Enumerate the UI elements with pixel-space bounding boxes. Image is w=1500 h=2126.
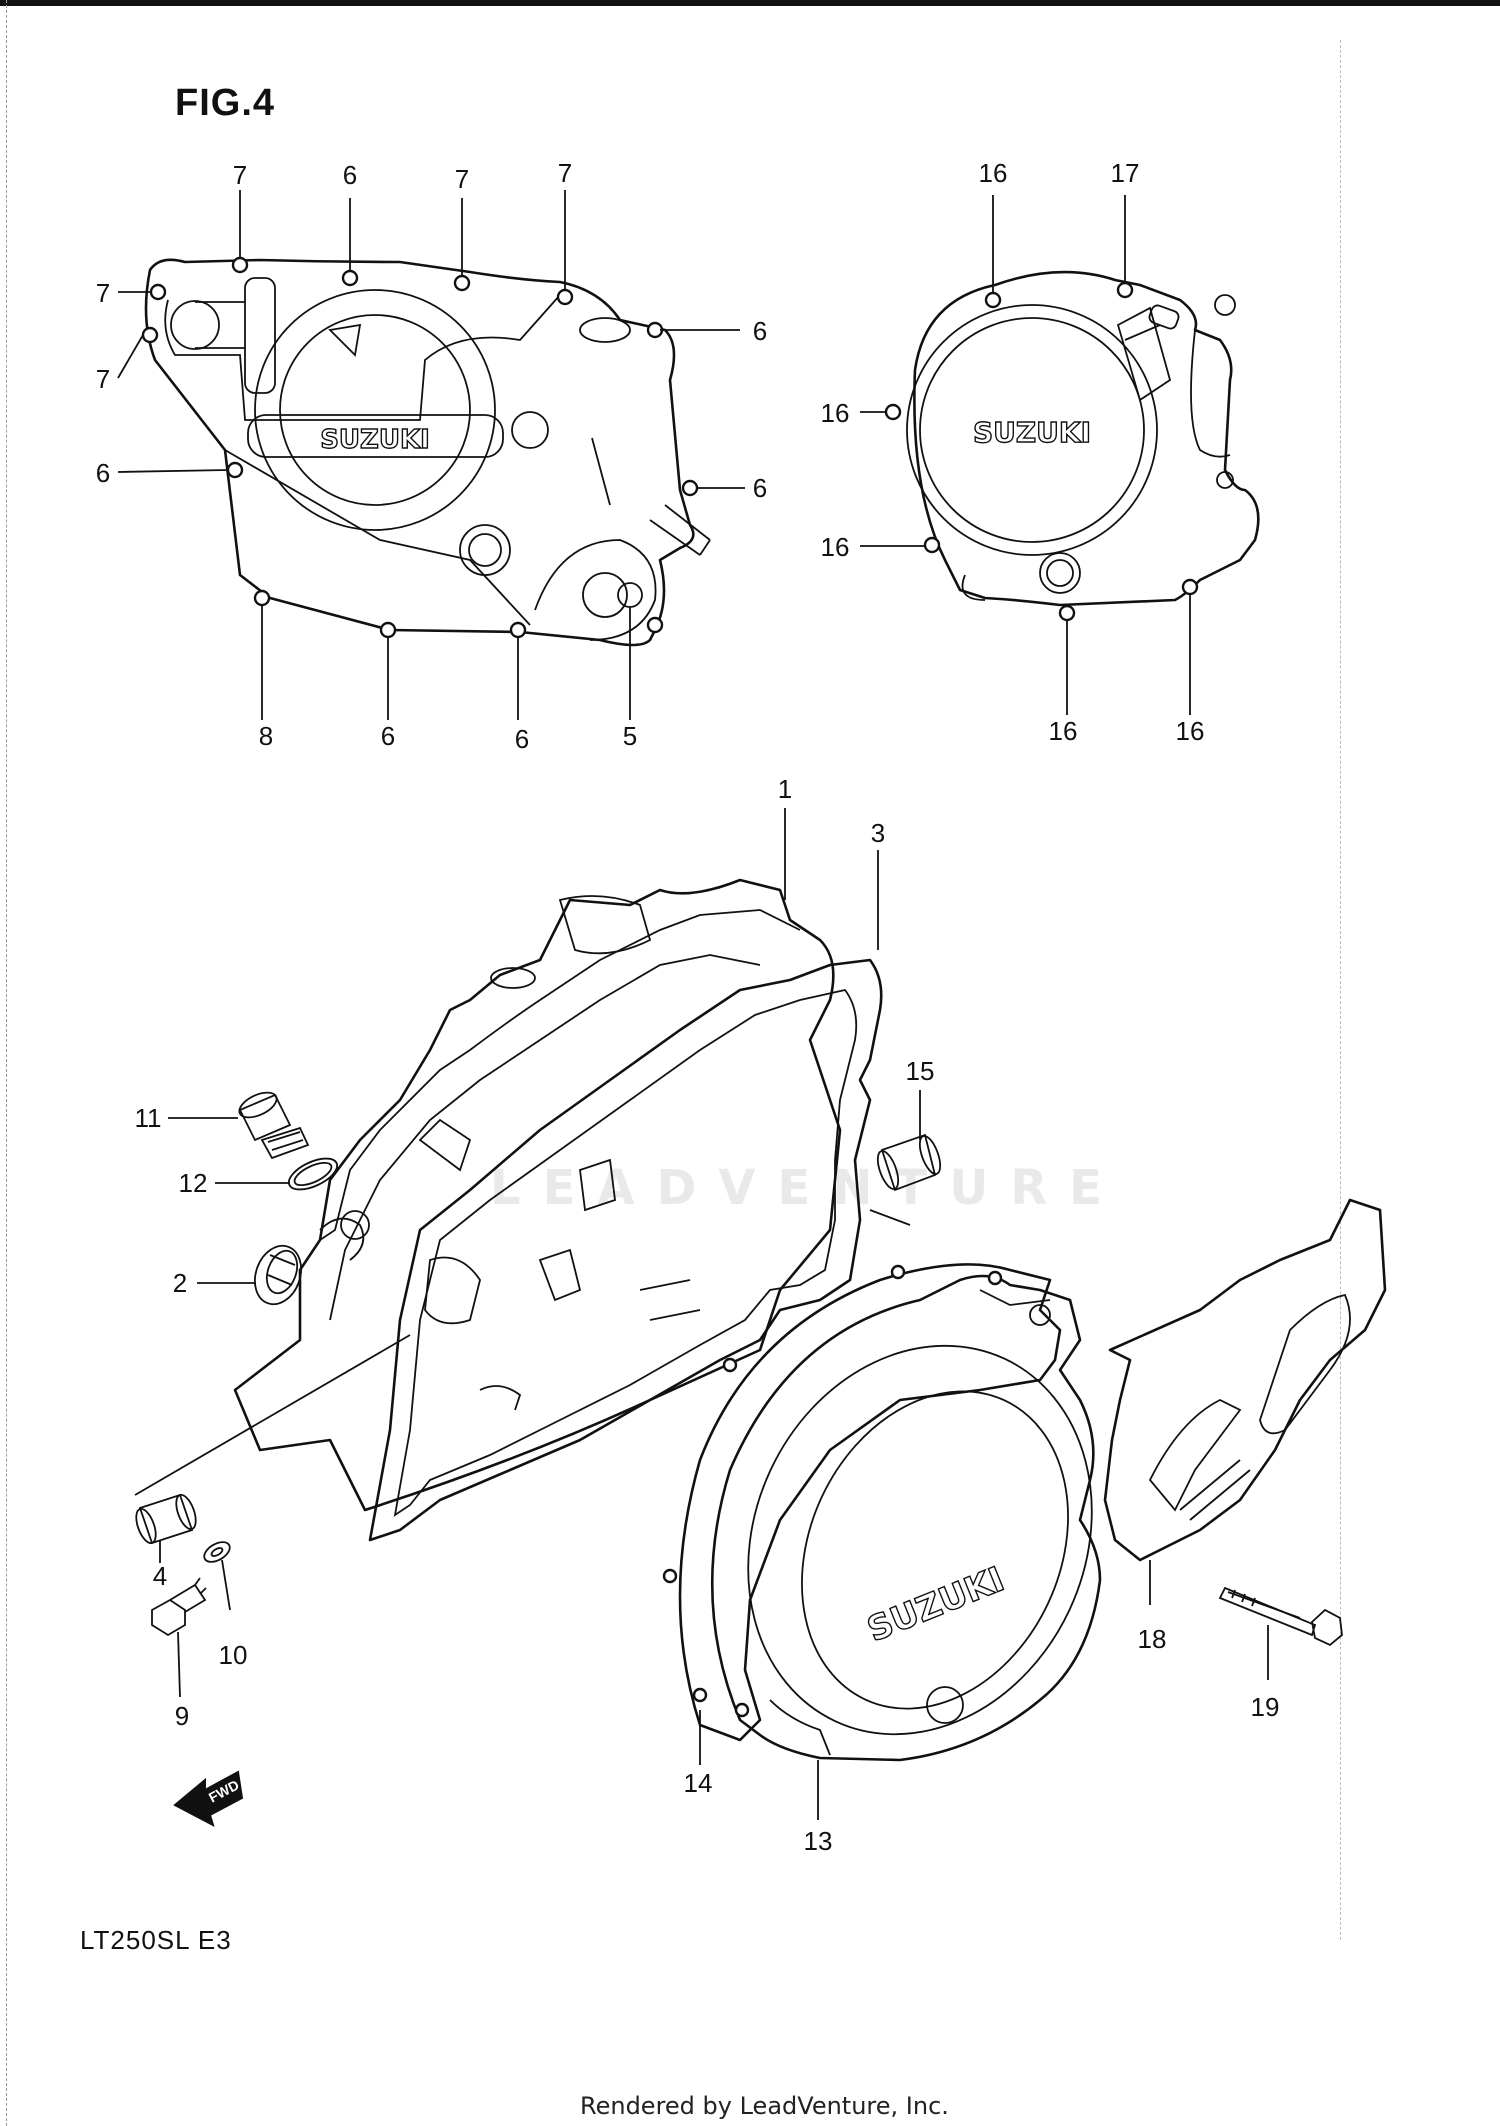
magneto-gasket-part-14 [678,1263,1062,1742]
cover-bolts-right [884,281,1199,622]
callout-16-d: 16 [1049,716,1078,746]
callout-16-c: 16 [821,532,850,562]
callout-7-e: 7 [96,364,110,394]
callout-19: 19 [1251,1692,1280,1722]
magneto-cover-side-view: SUZUKI [906,270,1260,607]
callout-9: 9 [175,1701,189,1731]
page-right-edge [1340,40,1342,1940]
callout-7-d: 7 [96,278,110,308]
dowel-pin-part-4 [135,1493,197,1545]
callout-17: 17 [1111,158,1140,188]
callout-14: 14 [684,1768,713,1798]
callout-13: 13 [804,1826,833,1856]
callouts-exploded: 1 3 15 11 12 2 4 10 9 14 13 18 19 [135,774,1280,1856]
washer-part-10 [203,1541,231,1563]
callout-18: 18 [1138,1624,1167,1654]
callout-1: 1 [778,774,792,804]
drain-bolt-part-9 [151,1577,207,1637]
figure-title: FIG.4 [175,82,276,124]
dowel-pin-part-15 [876,1133,942,1192]
o-ring-part-12 [287,1157,339,1191]
callout-7-c: 7 [558,158,572,188]
callouts-top-right: 16 17 16 16 16 16 [821,158,1205,746]
crankcase-cover-part-1 [233,878,842,1512]
callout-6-c: 6 [96,458,110,488]
forward-direction-arrow: FWD [173,1770,244,1827]
callout-6-a: 6 [343,160,357,190]
callout-5: 5 [623,721,637,751]
callout-15: 15 [906,1056,935,1086]
callout-12: 12 [179,1168,208,1198]
callout-2: 2 [173,1268,187,1298]
cover-bolts-left [141,256,699,639]
brand-text-magneto: SUZUKI [862,1559,1010,1650]
clutch-cover-side-view: SUZUKI [144,258,711,647]
callout-8: 8 [259,721,273,751]
callout-11: 11 [135,1103,162,1133]
brand-text-right: SUZUKI [973,416,1091,449]
oil-seal-part-2 [254,1244,302,1306]
callout-16-e: 16 [1176,716,1205,746]
leader-lines-exploded [134,808,1269,1820]
page-top-border [0,0,1500,6]
callout-4: 4 [153,1561,167,1591]
model-code: LT250SL E3 [80,1925,232,1955]
callouts-top-left: 7 6 7 7 7 7 6 6 6 8 6 6 5 6 [96,158,767,754]
magneto-cover-holes [662,1264,1003,1718]
brand-text-left: SUZUKI [320,425,430,455]
callout-3: 3 [871,818,885,848]
oil-filler-cap-part-11 [238,1091,310,1160]
callout-10: 10 [219,1640,248,1670]
callout-16-a: 16 [979,158,1008,188]
watermark: LEADVENTURE [490,1160,1124,1216]
bolt-part-19 [1218,1586,1343,1647]
leader-lines-left [117,190,745,720]
callout-7-a: 7 [233,160,247,190]
callout-16-b: 16 [821,398,850,428]
page-left-edge [6,0,8,2126]
callout-7-b: 7 [455,164,469,194]
leader-lines-right [860,195,1191,715]
magneto-cover-part-13: SUZUKI [710,1274,1102,1762]
callout-6-f: 6 [515,724,529,754]
cover-gasket-part-3 [368,958,883,1542]
sprocket-cover-part-18 [1103,1198,1387,1562]
footer-credit: Rendered by LeadVenture, Inc. [580,2092,949,2120]
callout-6-b: 6 [753,316,767,346]
callout-6-e: 6 [381,721,395,751]
callout-6-d: 6 [753,473,767,503]
